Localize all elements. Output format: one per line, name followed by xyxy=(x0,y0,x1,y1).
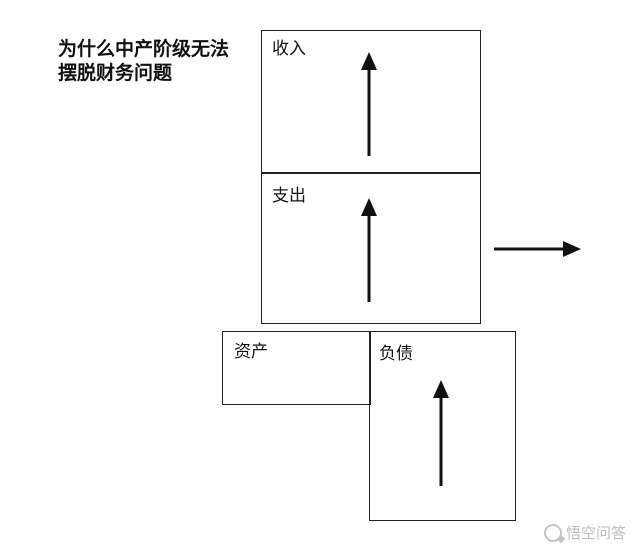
expense-up-arrow xyxy=(361,198,377,302)
wukong-logo-icon xyxy=(543,523,562,542)
income-up-arrow xyxy=(361,52,377,156)
watermark-text: 悟空问答 xyxy=(565,524,626,542)
liability-up-arrow xyxy=(433,380,449,486)
title-line-2: 摆脱财务问题 xyxy=(58,62,173,84)
title-line-1: 为什么中产阶级无法 xyxy=(58,38,230,60)
asset-box: 资产 xyxy=(222,331,371,405)
right-arrow xyxy=(494,241,581,257)
income-label: 收入 xyxy=(272,39,306,59)
expense-box: 支出 xyxy=(261,172,481,324)
asset-label: 资产 xyxy=(234,342,268,362)
liability-label: 负债 xyxy=(379,344,413,364)
liability-box: 负债 xyxy=(369,331,516,521)
watermark: 悟空问答 xyxy=(543,522,626,543)
income-box: 收入 xyxy=(261,30,481,174)
expense-label: 支出 xyxy=(272,186,306,206)
